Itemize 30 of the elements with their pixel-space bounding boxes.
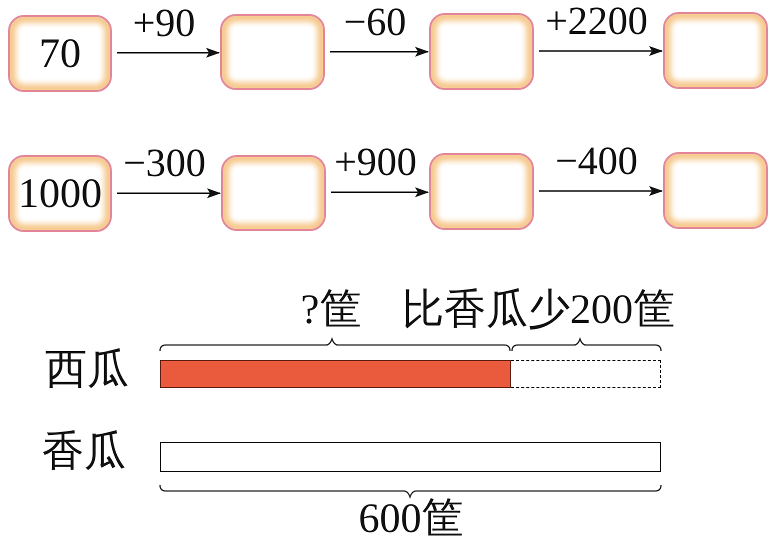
answer-box [429,153,534,230]
arrow [539,186,663,196]
brace-label: 600筐 [358,498,464,540]
edge-label: −300 [123,143,206,184]
number-text: 1000 [18,172,102,214]
edge-label: +900 [334,142,417,182]
answer-box [663,152,768,229]
edge-label: +90 [132,2,196,43]
brace-label: ?筐 [300,289,362,331]
outline-bar [160,442,661,472]
answer-box [221,155,326,231]
number-text: 70 [39,32,81,74]
arrow [331,187,429,198]
arrow [117,48,220,58]
dashed-bar-segment [511,360,661,388]
answer-box [663,12,768,89]
arrow [539,46,663,56]
edge-label: +2200 [545,1,648,41]
edge-label: −60 [344,2,406,42]
answer-box [220,14,325,90]
number-box [8,155,112,232]
row-label: 香瓜 [42,431,126,473]
number-box [8,15,112,92]
filled-bar [160,360,511,388]
arrow [330,46,429,57]
edge-label: −400 [555,141,638,181]
row-label: 西瓜 [45,349,129,391]
arrow [117,188,221,198]
brace-label: 比香瓜少200筐 [402,289,675,331]
answer-box [429,13,534,90]
